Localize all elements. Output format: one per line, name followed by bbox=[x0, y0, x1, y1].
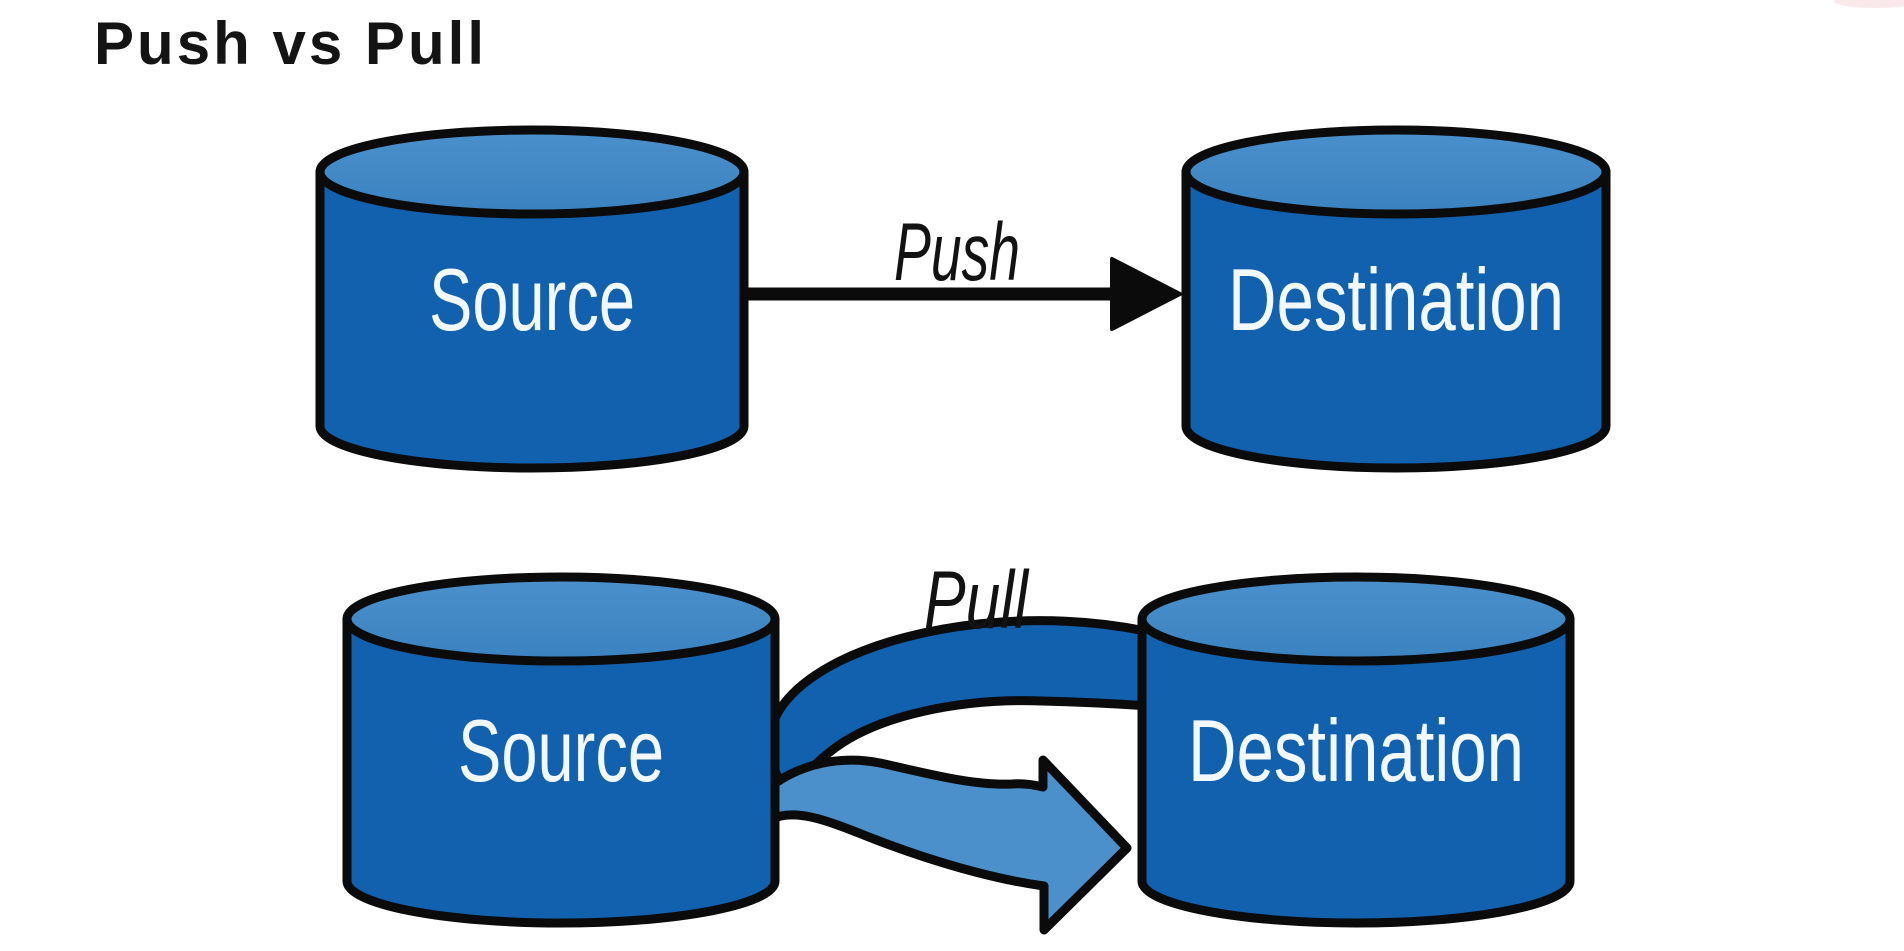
push-destination-cylinder: Destination bbox=[1181, 125, 1611, 473]
push-arrow-label: Push bbox=[894, 207, 1020, 298]
push-flow-diagram: Push Source Destination bbox=[315, 125, 1611, 473]
push-source-cylinder: Source bbox=[315, 125, 749, 473]
pull-arrow-label: Pull bbox=[924, 555, 1030, 646]
cylinder-top bbox=[1181, 125, 1611, 219]
pull-loop-arrow bbox=[765, 616, 1155, 935]
cylinder-body bbox=[315, 167, 749, 473]
push-destination-label: Destination bbox=[1228, 250, 1564, 349]
screen-corner-artifact bbox=[1834, 0, 1904, 8]
pull-loop-lower-band-arrow bbox=[765, 755, 1132, 935]
cylinder-top bbox=[315, 125, 749, 219]
cylinder-top bbox=[342, 572, 780, 666]
pull-source-cylinder: Source bbox=[342, 572, 780, 928]
page-title: Push vs Pull bbox=[94, 10, 484, 77]
pull-destination-label: Destination bbox=[1188, 701, 1524, 800]
push-arrow bbox=[748, 257, 1182, 331]
push-source-label: Source bbox=[429, 250, 635, 349]
cylinder-body bbox=[1181, 167, 1611, 473]
pull-destination-cylinder: Destination bbox=[1137, 572, 1575, 928]
pull-source-label: Source bbox=[458, 701, 664, 800]
push-arrow-head bbox=[1110, 257, 1182, 331]
cylinder-body bbox=[1137, 614, 1575, 928]
pull-flow-diagram: Pull Source Destination bbox=[342, 555, 1575, 935]
cylinder-top bbox=[1137, 572, 1575, 666]
cylinder-body bbox=[342, 614, 780, 928]
